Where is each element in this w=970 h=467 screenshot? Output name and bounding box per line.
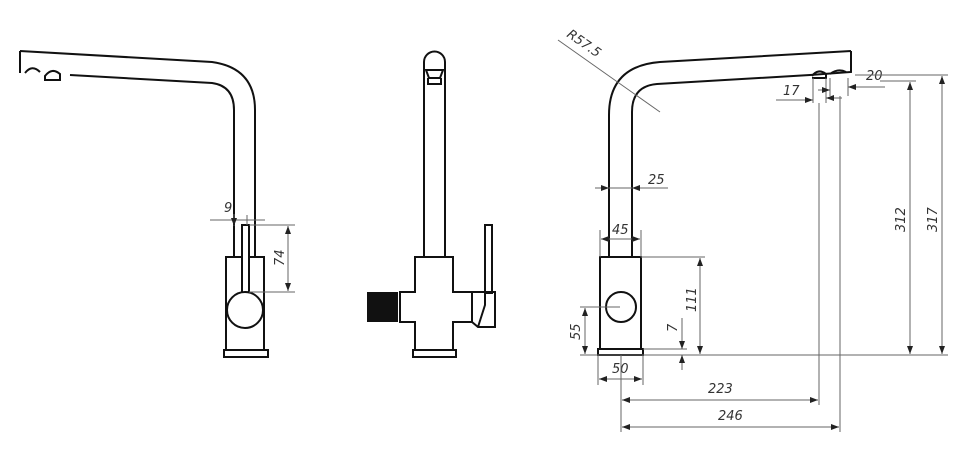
dimension-111-7: 111 7 [641,256,705,370]
dim-17-label: 17 [783,84,800,99]
dim-gap-label: 9 [224,201,232,216]
side-view-right: R57.5 25 45 17 20 312 [557,27,948,432]
dim-7-label: 7 [666,323,681,332]
front-view [367,50,496,358]
dim-50-label: 50 [612,362,629,377]
dim-312-label: 312 [894,207,909,232]
dim-223-label: 223 [708,382,733,397]
dimension-lever-height: 74 [249,224,295,293]
dim-45-label: 45 [612,223,629,238]
dim-246-label: 246 [718,409,743,424]
dimension-radius: R57.5 [557,27,661,113]
knurled-filter-knob [367,292,398,322]
dimension-25: 25 [595,173,668,191]
dim-25-label: 25 [648,173,665,188]
dim-lever-label: 74 [273,249,288,266]
dimension-17-20: 17 20 [776,69,885,103]
dim-55-label: 55 [569,323,584,340]
dim-radius-label: R57.5 [564,27,604,61]
dimension-heights: 312 317 [855,74,948,354]
dimension-55: 55 [569,306,620,354]
dim-20-label: 20 [866,69,883,84]
dimension-reach: 223 246 [620,96,841,432]
dimension-gap: 9 [210,201,265,226]
dimension-45: 45 [599,223,642,257]
side-view-left: 9 74 [19,50,295,358]
dim-317-label: 317 [926,206,941,232]
dim-111-label: 111 [685,287,700,312]
